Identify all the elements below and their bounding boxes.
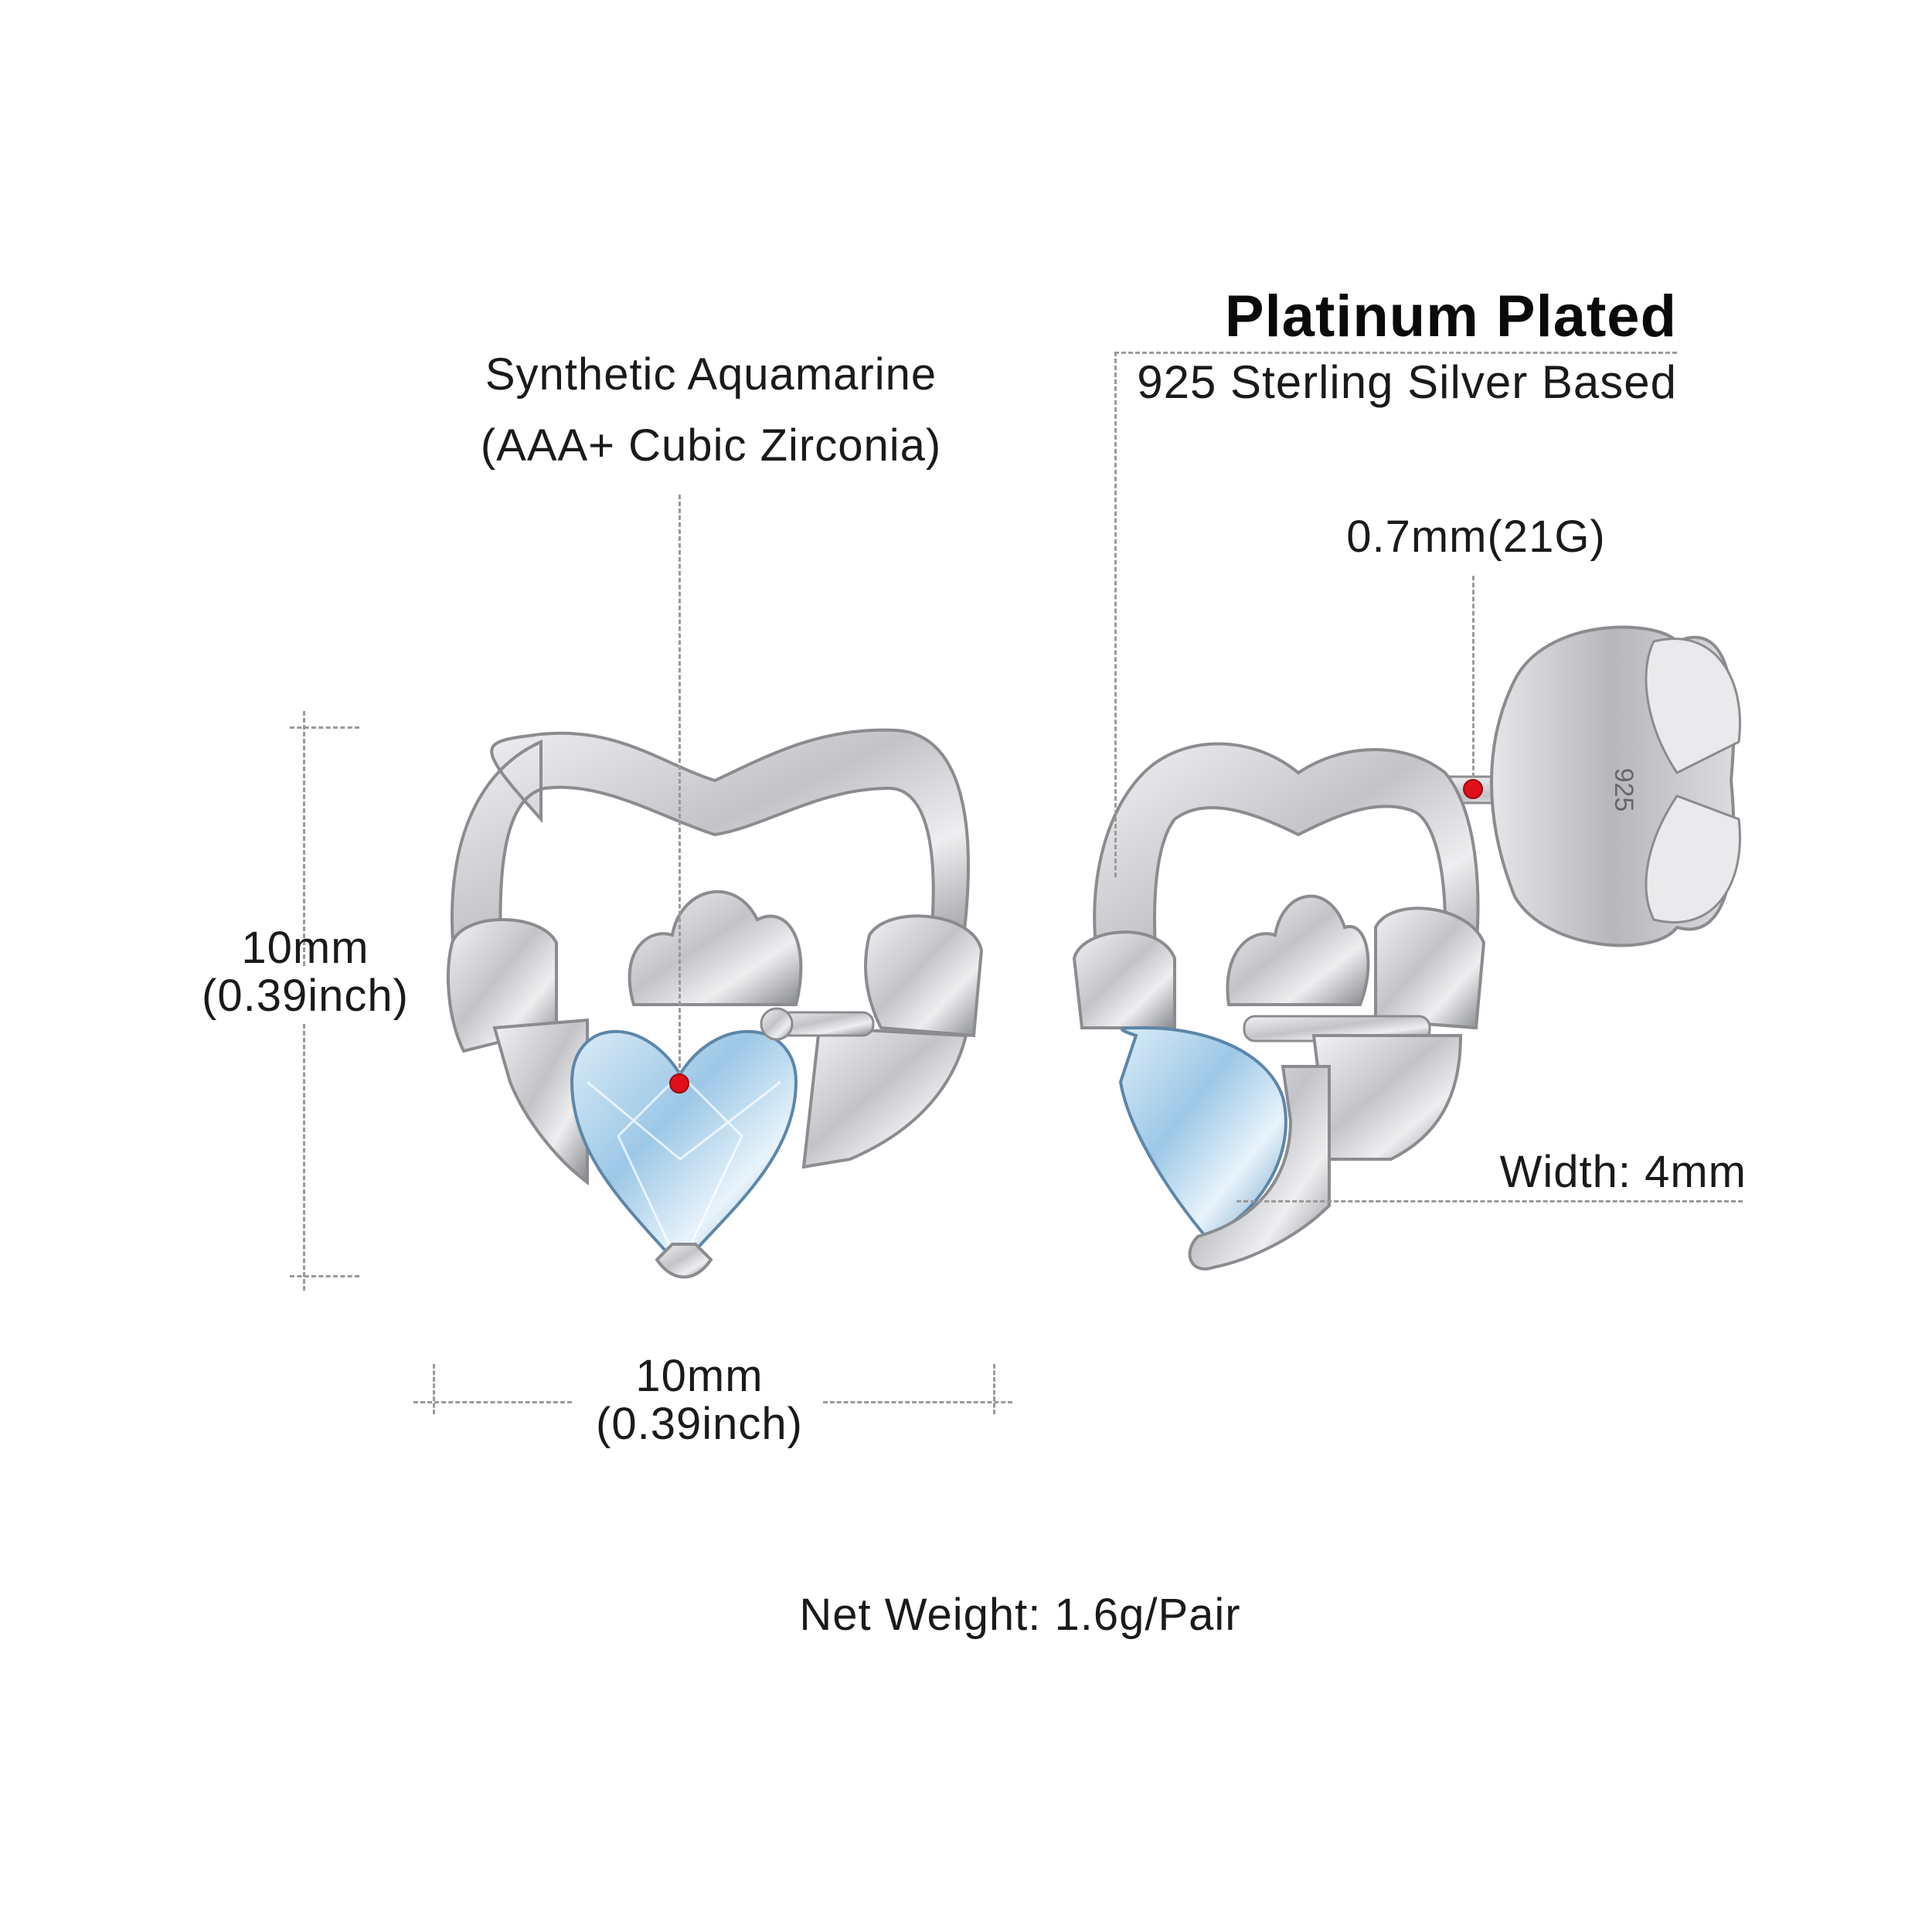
width-inch-label: (0.39inch): [596, 1399, 803, 1449]
gem-heart: [570, 1029, 798, 1270]
stone-label-line1: Synthetic Aquamarine: [485, 349, 937, 400]
post-marker-dot: [1463, 779, 1483, 799]
post-gauge-label: 0.7mm(21G): [1346, 512, 1606, 562]
height-tick-bottom: [290, 1275, 359, 1277]
stamp-925: 925: [1609, 768, 1638, 812]
material-title: Platinum Plated: [1224, 284, 1677, 349]
stone-leader-line: [679, 495, 681, 1082]
height-mm-label: 10mm: [241, 923, 369, 973]
thickness-label: Width: 4mm: [1499, 1147, 1747, 1197]
width-dim-line-right: [823, 1401, 1012, 1403]
material-leader-line: [1114, 352, 1117, 877]
height-dim-line-top: [303, 711, 305, 966]
height-dim-line-bottom: [303, 1024, 305, 1291]
gem-heart-side: [1118, 1026, 1287, 1239]
material-subtitle: 925 Sterling Silver Based: [1137, 356, 1677, 408]
width-dim-line-left: [413, 1401, 572, 1403]
stone-label-line2: (AAA+ Cubic Zirconia): [480, 420, 942, 471]
height-inch-label: (0.39inch): [202, 971, 409, 1021]
material-underline: [1114, 352, 1677, 354]
stone-marker-dot: [669, 1073, 689, 1094]
post-leader-line: [1472, 576, 1475, 784]
net-weight-label: Net Weight: 1.6g/Pair: [799, 1590, 1241, 1640]
side-view-earring: 925: [1072, 625, 1741, 1270]
thickness-line: [1236, 1200, 1743, 1202]
front-view-earring: [447, 728, 984, 1279]
width-tick-left: [433, 1364, 435, 1414]
width-mm-label: 10mm: [635, 1351, 764, 1401]
width-tick-right: [993, 1364, 995, 1414]
height-tick-top: [290, 726, 359, 729]
